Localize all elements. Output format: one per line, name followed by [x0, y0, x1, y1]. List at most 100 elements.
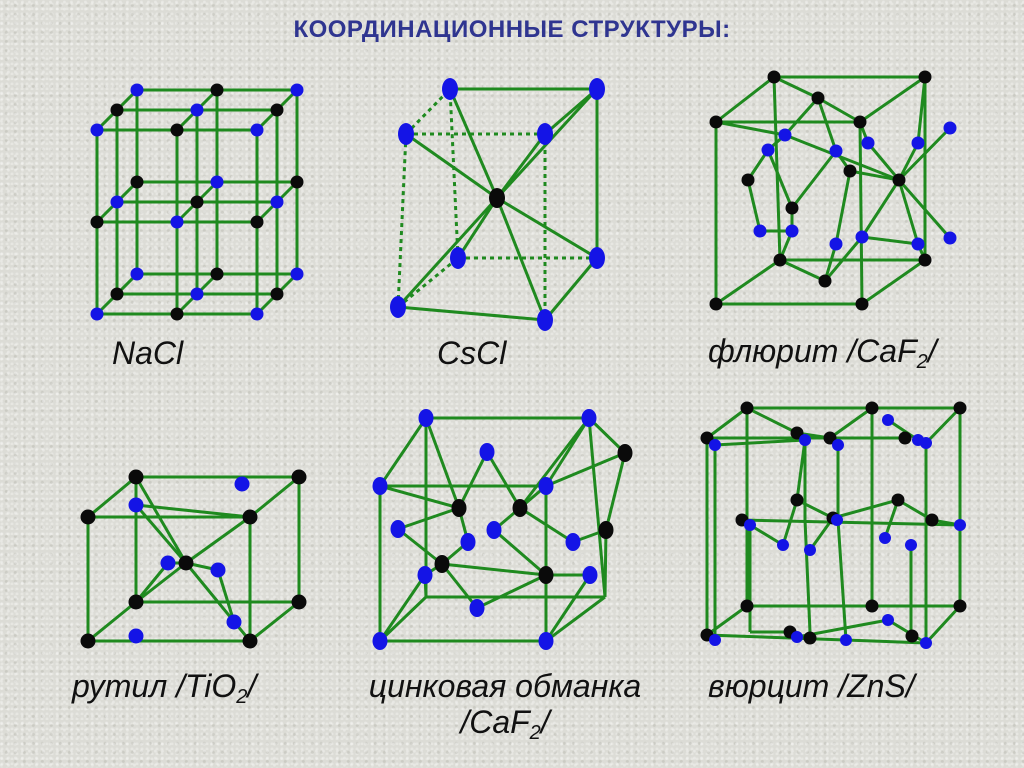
- black-atom: [918, 70, 932, 84]
- black-atom: [451, 499, 467, 517]
- bond: [397, 305, 546, 322]
- blue-atom: [882, 614, 894, 626]
- black-atom: [80, 633, 96, 649]
- bond: [836, 519, 848, 641]
- blue-atom: [709, 634, 721, 646]
- bond: [795, 439, 807, 501]
- black-atom: [190, 195, 204, 209]
- black-atom: [803, 631, 817, 645]
- blue-atom: [190, 287, 204, 301]
- bond: [897, 179, 952, 239]
- bond: [823, 236, 864, 282]
- blue-atom: [450, 247, 466, 269]
- bond: [87, 600, 137, 643]
- blue-atom: [90, 307, 104, 321]
- black-atom: [740, 401, 754, 415]
- bond: [796, 498, 834, 520]
- black-atom: [741, 173, 755, 187]
- bond: [916, 76, 927, 144]
- label-rutile: рутил /TiO2/: [72, 668, 257, 708]
- bond: [779, 258, 826, 283]
- black-atom: [90, 215, 104, 229]
- blue-atom: [417, 566, 433, 584]
- black-atom: [843, 164, 857, 178]
- bond: [714, 438, 806, 447]
- bond: [440, 563, 479, 609]
- rutile-structure: [80, 469, 307, 649]
- label-cscl: CsCl: [437, 335, 507, 371]
- blue-atom: [709, 439, 721, 451]
- blue-atom: [538, 477, 554, 495]
- black-atom: [270, 287, 284, 301]
- bond: [749, 523, 784, 547]
- black-atom: [128, 469, 144, 485]
- blue-atom: [840, 634, 852, 646]
- bond: [817, 96, 861, 124]
- bond: [715, 75, 775, 124]
- black-atom: [291, 594, 307, 610]
- blue-atom: [777, 539, 789, 551]
- blue-atom: [753, 224, 767, 238]
- blue-atom: [879, 532, 891, 544]
- blue-atom: [234, 476, 250, 492]
- blue-atom: [479, 443, 495, 461]
- bond: [706, 633, 927, 645]
- bond: [448, 88, 499, 199]
- blue-atom: [418, 409, 434, 427]
- bond: [448, 88, 460, 259]
- black-atom: [891, 493, 905, 507]
- black-atom: [865, 599, 879, 613]
- bond: [783, 97, 820, 136]
- bond: [887, 418, 919, 442]
- blue-atom: [250, 307, 264, 321]
- blue-atom: [372, 477, 388, 495]
- bond: [897, 126, 952, 182]
- black-atom: [855, 297, 869, 311]
- blue-atom: [390, 296, 406, 318]
- blue-atom: [582, 566, 598, 584]
- blue-atom: [398, 123, 414, 145]
- blue-atom: [943, 121, 957, 135]
- black-atom: [700, 431, 714, 445]
- bond: [861, 235, 919, 246]
- blue-atom: [290, 83, 304, 97]
- slide-title: КООРДИНАЦИОННЫЕ СТРУКТУРЫ:: [293, 16, 731, 43]
- bond: [829, 406, 873, 440]
- bond: [379, 484, 460, 510]
- blue-atom: [128, 497, 144, 513]
- blue-atom: [804, 544, 816, 556]
- blue-atom: [761, 143, 775, 157]
- bond: [397, 506, 460, 531]
- bond: [784, 133, 900, 182]
- blue-atom: [110, 195, 124, 209]
- blue-atom: [390, 520, 406, 538]
- bond: [134, 476, 188, 564]
- black-atom: [865, 401, 879, 415]
- bond: [378, 595, 428, 643]
- black-atom: [892, 173, 906, 187]
- bond: [397, 256, 459, 309]
- black-atom: [250, 215, 264, 229]
- bond: [87, 475, 137, 519]
- bond: [249, 600, 300, 643]
- bond: [249, 475, 300, 519]
- bond: [603, 529, 608, 598]
- black-atom: [291, 469, 307, 485]
- black-atom: [925, 513, 939, 527]
- bond: [773, 75, 819, 100]
- bond: [604, 452, 627, 531]
- black-atom: [170, 123, 184, 137]
- blue-atom: [589, 78, 605, 100]
- blue-atom: [778, 128, 792, 142]
- black-atom: [110, 287, 124, 301]
- bond: [706, 604, 748, 637]
- blue-atom: [943, 231, 957, 245]
- black-atom: [953, 599, 967, 613]
- bond: [897, 142, 920, 181]
- black-atom: [767, 70, 781, 84]
- bond: [866, 142, 901, 181]
- bond: [859, 75, 926, 124]
- fluorite-structure: [709, 70, 957, 311]
- bond: [861, 258, 926, 306]
